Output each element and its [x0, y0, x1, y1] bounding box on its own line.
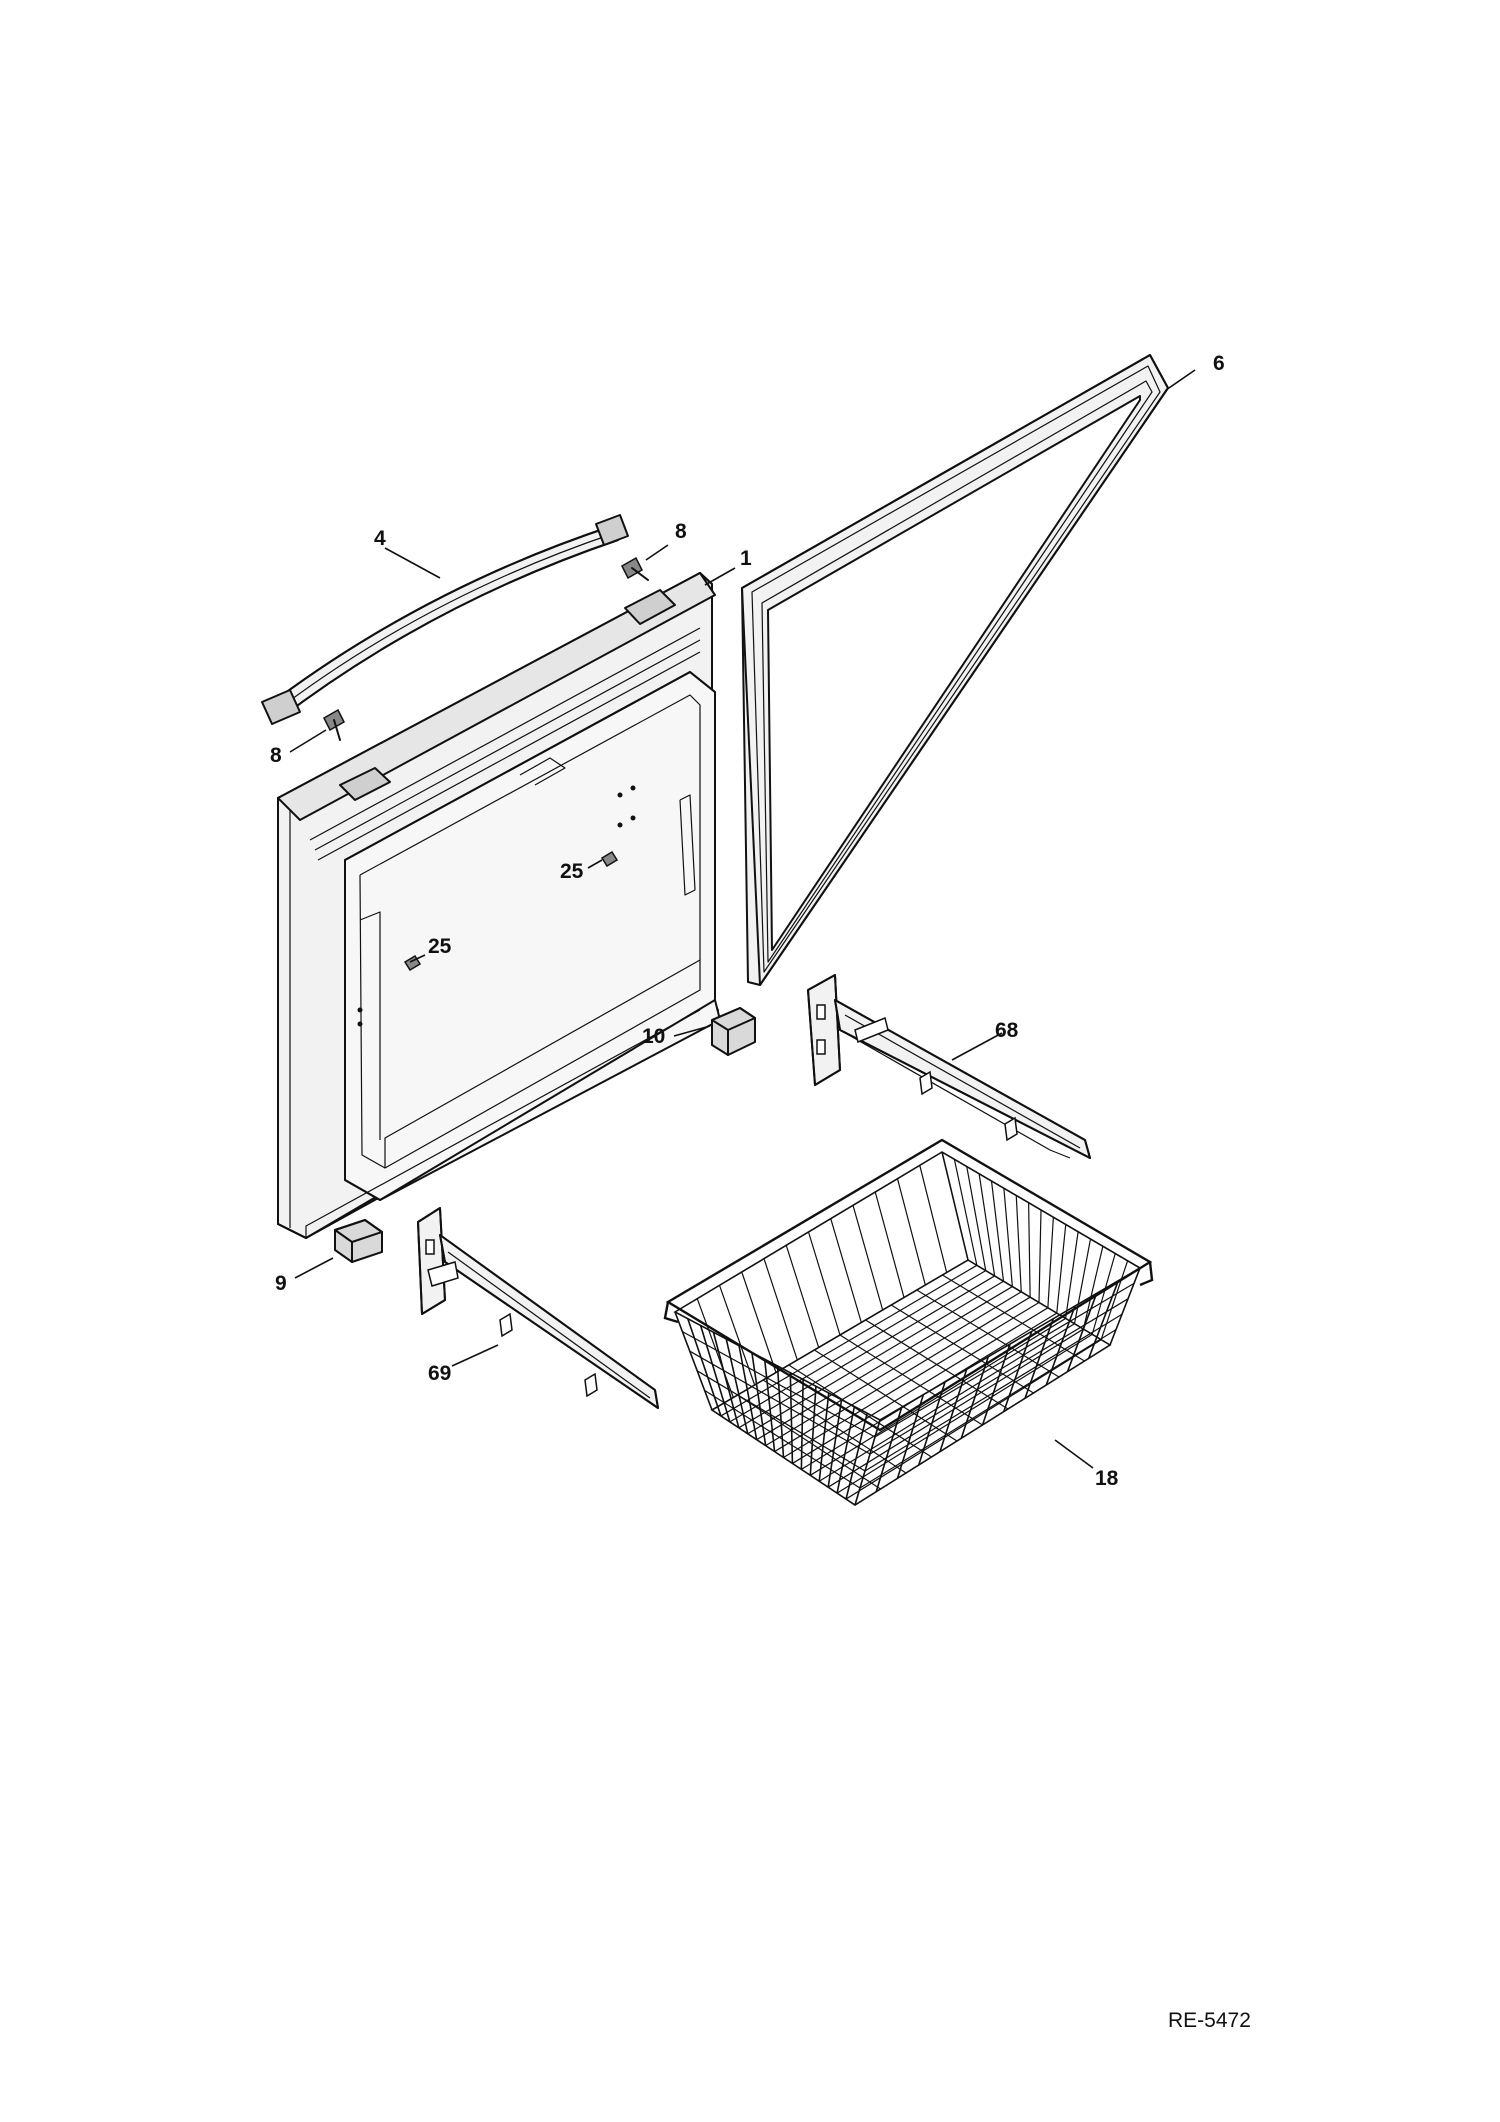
callout-8-upper: 8 [675, 520, 687, 543]
slide-rail-part-69 [417, 1207, 659, 1409]
callout-1: 1 [740, 547, 752, 570]
callout-18: 18 [1095, 1467, 1119, 1490]
callout-69: 69 [428, 1362, 451, 1385]
callout-9: 9 [275, 1272, 287, 1295]
hinge-block-part-9 [334, 1219, 383, 1263]
callout-10: 10 [642, 1025, 665, 1048]
wire-basket-part-18 [663, 1138, 1154, 1506]
callout-68: 68 [995, 1019, 1019, 1042]
clip-part-25-upper [600, 850, 619, 868]
document-code: RE-5472 [1168, 2009, 1251, 2032]
screw-part-8-upper [621, 556, 649, 581]
slide-rail-part-68 [807, 974, 1091, 1159]
callout-8-lower: 8 [270, 744, 282, 767]
door-gasket-part-6 [741, 354, 1169, 986]
callout-4: 4 [374, 527, 386, 550]
door-handle-part-4 [261, 514, 629, 725]
callout-25-lower: 25 [428, 935, 452, 958]
leader-lines [289, 369, 1196, 1469]
screw-part-8-lower [323, 708, 345, 741]
callout-25-upper: 25 [560, 860, 584, 883]
callout-6: 6 [1213, 352, 1225, 375]
hinge-block-part-10 [711, 1007, 756, 1056]
freezer-door-part-1 [277, 572, 721, 1239]
